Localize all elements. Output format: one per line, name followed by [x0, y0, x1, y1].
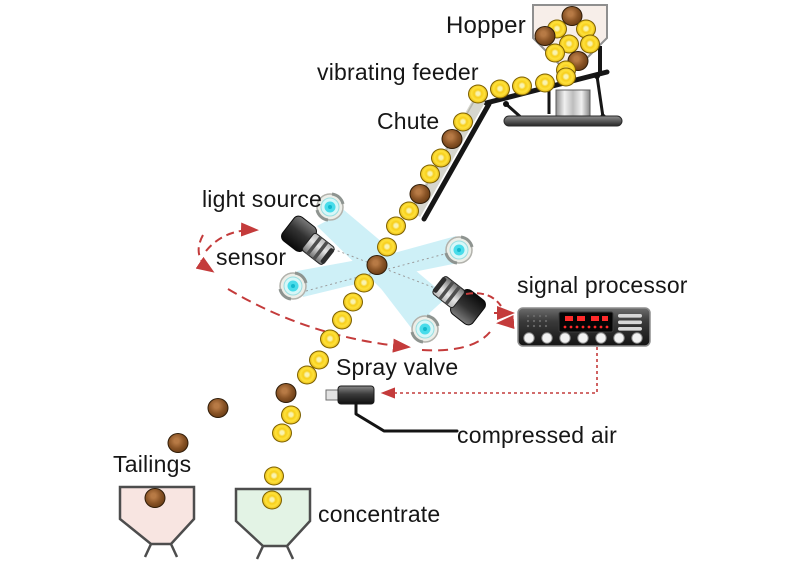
led-display	[558, 311, 614, 333]
led-segments	[563, 316, 609, 329]
light-source-top	[315, 192, 345, 222]
signal-processor-unit	[517, 307, 651, 347]
chute-edge	[411, 95, 478, 212]
tailings-bin	[118, 485, 196, 558]
speaker-grille	[526, 314, 548, 328]
loop-arc-left	[195, 234, 215, 273]
feeder-base-plate	[503, 115, 623, 127]
camera-sensor-left	[281, 215, 335, 265]
spray-valve-unit	[325, 385, 375, 405]
chute-ramp	[409, 95, 492, 222]
camera-sightline	[332, 248, 449, 294]
valve-body	[337, 385, 375, 405]
processor-buttons[interactable]	[523, 332, 643, 344]
chute-plate	[421, 101, 492, 222]
loop-arc-top	[205, 222, 259, 252]
processor-vent-bars	[618, 314, 642, 331]
feeder-joint	[594, 73, 600, 79]
hopper-bin	[532, 4, 608, 68]
valve-nozzle	[325, 389, 340, 401]
loop-arc-bottom	[227, 288, 411, 353]
loop-arc-bottom-right	[421, 331, 491, 352]
chute-surface	[409, 96, 486, 217]
air-supply-line	[354, 402, 459, 433]
feeder-leg-right	[595, 75, 605, 118]
light-source-bottom	[410, 314, 440, 344]
processor-output-arrow	[496, 315, 515, 329]
sensor-to-processor-wire	[465, 292, 502, 307]
concentrate-bin	[234, 487, 312, 560]
camera-sensor-right	[432, 276, 486, 326]
light-source-right	[444, 235, 474, 265]
light-source-left	[278, 271, 308, 301]
processor-to-valve-wire	[380, 347, 598, 399]
feeder-motor-cylinder	[555, 89, 591, 118]
signal-paths	[195, 222, 598, 399]
feeder-joint	[503, 101, 509, 107]
